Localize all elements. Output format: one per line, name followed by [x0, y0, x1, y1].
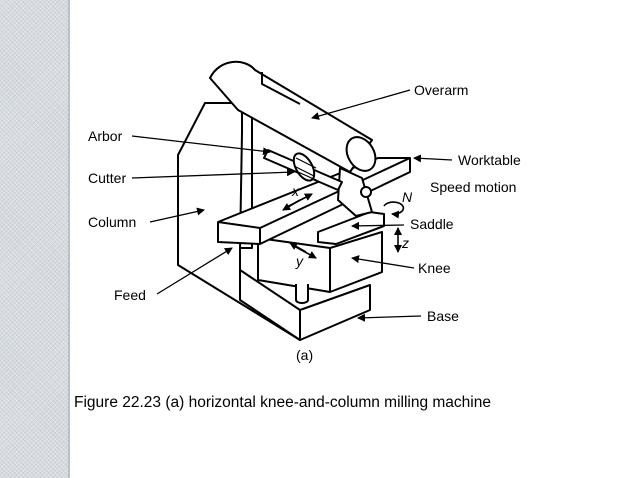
- label-column: Column: [88, 214, 136, 230]
- axis-n-label: N: [402, 189, 413, 205]
- leader-overarm: [311, 89, 411, 120]
- leader-column: [149, 207, 205, 223]
- elevating-screw: [295, 284, 309, 304]
- label-base: Base: [427, 308, 459, 324]
- leader-arbor: [131, 135, 271, 156]
- label-cutter: Cutter: [88, 170, 126, 186]
- leader-knee: [351, 255, 415, 269]
- label-saddle: Saddle: [410, 216, 454, 232]
- sidebar-edge: [68, 0, 70, 478]
- leader-base: [357, 313, 422, 322]
- label-knee: Knee: [418, 260, 451, 276]
- x-axis-arrow-left: [282, 199, 301, 211]
- subfigure-label: (a): [296, 347, 313, 363]
- rotation-arrow: [383, 201, 405, 219]
- arbor-support: [337, 167, 373, 217]
- label-speed-motion: Speed motion: [430, 179, 516, 195]
- leader-cutter: [131, 168, 295, 179]
- leader-worktable: [413, 154, 453, 163]
- overarm-end: [345, 136, 377, 172]
- leader-saddle: [351, 221, 405, 230]
- axis-z-label: z: [401, 235, 409, 251]
- label-arbor: Arbor: [88, 128, 123, 144]
- leader-feed: [156, 247, 233, 295]
- figure-caption: Figure 22.23 (a) horizontal knee-and-col…: [74, 394, 491, 411]
- y-axis-arrow-back: [289, 242, 307, 253]
- axis-x-label: x: [291, 183, 300, 199]
- label-overarm: Overarm: [414, 82, 468, 98]
- axis-y-label: y: [295, 253, 304, 269]
- decorative-sidebar: [0, 0, 70, 478]
- label-worktable: Worktable: [458, 152, 521, 168]
- label-feed: Feed: [114, 287, 146, 303]
